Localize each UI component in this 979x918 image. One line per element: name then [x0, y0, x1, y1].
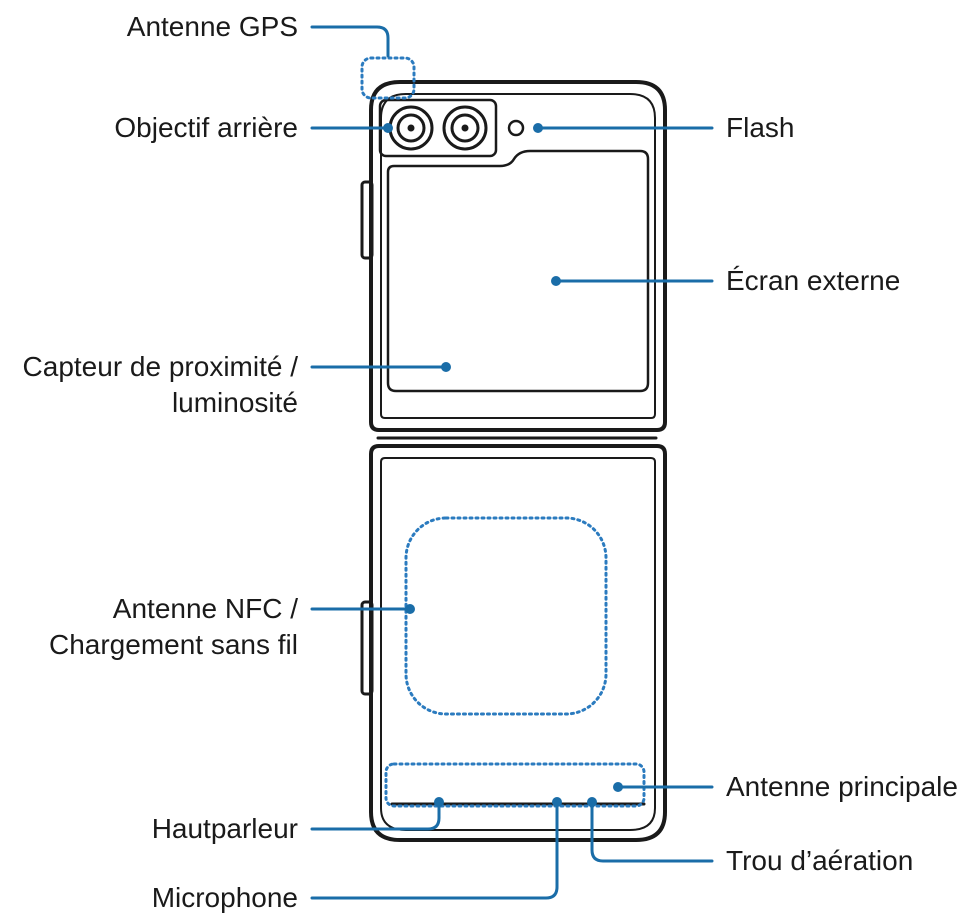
side-button-top [360, 180, 374, 260]
camera-lens-icon [388, 105, 434, 151]
side-button-bottom [360, 600, 374, 696]
label-proximity-sensor-line1: Capteur de proximité / [22, 351, 298, 382]
label-nfc-line1: Antenne NFC / [112, 593, 298, 624]
label-main-antenna: Antenne principale [726, 771, 958, 802]
upper-half-outline [369, 80, 667, 432]
upper-half-inner-rim [380, 93, 656, 419]
label-nfc-line2: Chargement sans fil [48, 629, 298, 660]
lower-half-inner-rim [380, 457, 656, 831]
gps-antenna-area [360, 56, 416, 100]
label-gps-antenna: Antenne GPS [126, 11, 298, 42]
label-microphone: Microphone [151, 882, 298, 913]
label-external-screen: Écran externe [726, 265, 901, 296]
nfc-charging-area [404, 516, 608, 716]
label-rear-lens: Objectif arrière [114, 112, 298, 143]
flash-icon [507, 119, 525, 137]
lower-half-outline [369, 444, 667, 842]
external-screen [386, 149, 650, 393]
label-speaker: Hautparleur [151, 813, 298, 844]
label-vent-hole: Trou d’aération [726, 845, 914, 876]
camera-lens-icon [442, 105, 488, 151]
label-flash: Flash [726, 112, 795, 143]
callout-lines [310, 25, 714, 900]
main-antenna-area [384, 762, 646, 808]
label-proximity-sensor-line2: luminosité [171, 387, 298, 418]
